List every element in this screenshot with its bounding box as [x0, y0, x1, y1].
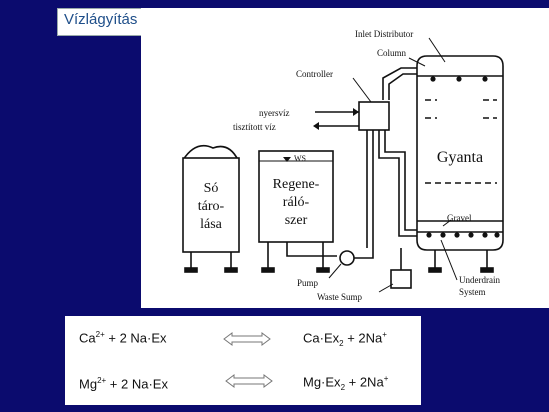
waste-sump: [390, 269, 412, 289]
column-label: Column: [377, 48, 407, 58]
pump: [339, 250, 355, 266]
salt-tank: [182, 157, 240, 253]
salt-tank-lid: [182, 144, 239, 161]
raw-water-label: nyersvíz: [259, 108, 290, 118]
inlet-distributor-label: Inlet Distributor: [355, 29, 413, 39]
salt-tank-label-3: lása: [200, 217, 223, 232]
ws-label: WS: [294, 154, 306, 163]
regen-tank-label-2: ráló-: [283, 195, 310, 210]
regen-tank-label-1: Regene-: [273, 177, 320, 192]
salt-tank-label-2: táro-: [198, 199, 225, 214]
salt-tank-label-1: Só: [204, 181, 219, 196]
regen-tank-label-3: szer: [285, 213, 308, 228]
underdrain-label-1: Underdrain: [459, 275, 500, 285]
gravel-label: Gravel: [447, 213, 472, 223]
resin-column: [416, 55, 504, 251]
controller-label: Controller: [296, 69, 333, 79]
waste-sump-label: Waste Sump: [317, 292, 363, 302]
controller-box: [358, 101, 390, 131]
water-softener-diagram: Só táro- lása Regene- ráló- szer WS Gyan…: [182, 29, 504, 302]
equation-1-left: Ca2+ + 2 Na·Ex: [79, 330, 167, 346]
column-resin-label: Gyanta: [437, 149, 483, 166]
equations-box: Ca2+ + 2 Na·Ex Ca·Ex2 + 2Na+ Mg2+ + 2 Na…: [65, 316, 421, 405]
equation-2-left: Mg2+ + 2 Na·Ex: [79, 376, 168, 392]
equation-1-right: Ca·Ex2 + 2Na+: [303, 330, 387, 348]
pump-label: Pump: [297, 278, 319, 288]
underdrain-label-2: System: [459, 287, 486, 297]
treated-water-label: tisztított víz: [233, 122, 276, 132]
regen-tank: [258, 150, 334, 243]
equation-2-right: Mg·Ex2 + 2Na+: [303, 374, 389, 392]
double-arrow-icon: [223, 332, 271, 346]
diagram-panel: Só táro- lása Regene- ráló- szer WS Gyan…: [141, 8, 549, 308]
double-arrow-icon: [225, 374, 273, 388]
